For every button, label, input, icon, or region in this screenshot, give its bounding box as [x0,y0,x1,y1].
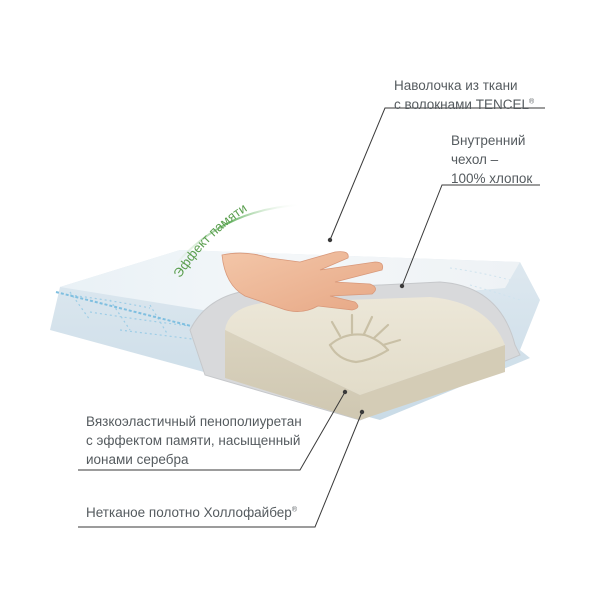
inner-cover-callout: Внутренний чехол – 100% хлопок [451,131,532,188]
cover-callout: Наволочка из ткани с волокнами TENCEL® [394,76,534,114]
inner-line-3: 100% хлопок [451,171,533,186]
cover-trademark: ® [528,98,535,106]
foam-line-1: Вязкоэластичный пенополиуретан [86,414,302,429]
cover-line-2: с волокнами TENCEL [394,97,529,112]
memory-foam-block [225,297,505,420]
leader-fiber [78,411,363,528]
inner-line-2: чехол – [451,152,499,167]
hand-image [221,251,384,312]
inner-line-1: Внутренний [451,133,526,148]
pointer-dot-foam [342,389,348,395]
fiber-trademark: ® [291,506,297,514]
cover-line-1: Наволочка из ткани [394,78,518,93]
foam-callout: Вязкоэластичный пенополиуретан с эффекто… [86,412,302,469]
foam-line-2: с эффектом памяти, насыщенный [86,433,301,448]
fiber-line-1: Нетканое полотно Холлофайбер [86,505,292,520]
pointer-dot-fiber [359,409,365,415]
pointer-dot-inner [399,283,405,289]
leader-inner [401,184,540,287]
pointer-dot-cover [327,237,333,243]
handprint-image [328,313,402,364]
memory-effect-arc [159,204,301,286]
leader-foam [78,391,346,471]
leader-lines [78,107,545,528]
fiber-callout: Нетканое полотно Холлофайбер® [86,503,297,522]
leader-cover [329,107,545,241]
foam-line-3: ионами серебра [86,452,189,467]
